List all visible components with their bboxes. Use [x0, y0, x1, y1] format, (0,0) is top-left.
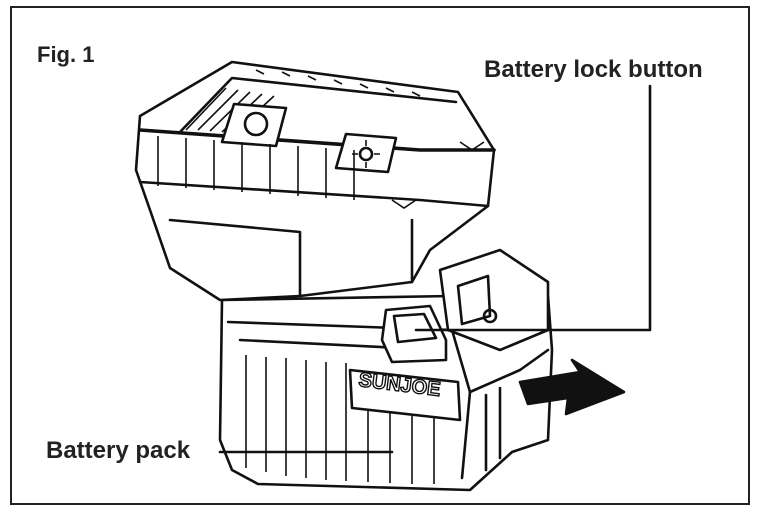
lock-callout-leader: [414, 84, 652, 332]
battery-pack-body: [218, 248, 554, 492]
slide-direction-arrow: [518, 358, 626, 416]
callout-battery-pack: Battery pack: [46, 437, 191, 464]
callout-battery-lock-button: Battery lock button: [484, 56, 703, 83]
figure-label: Fig. 1: [37, 42, 95, 67]
charger-unit: [134, 60, 496, 302]
